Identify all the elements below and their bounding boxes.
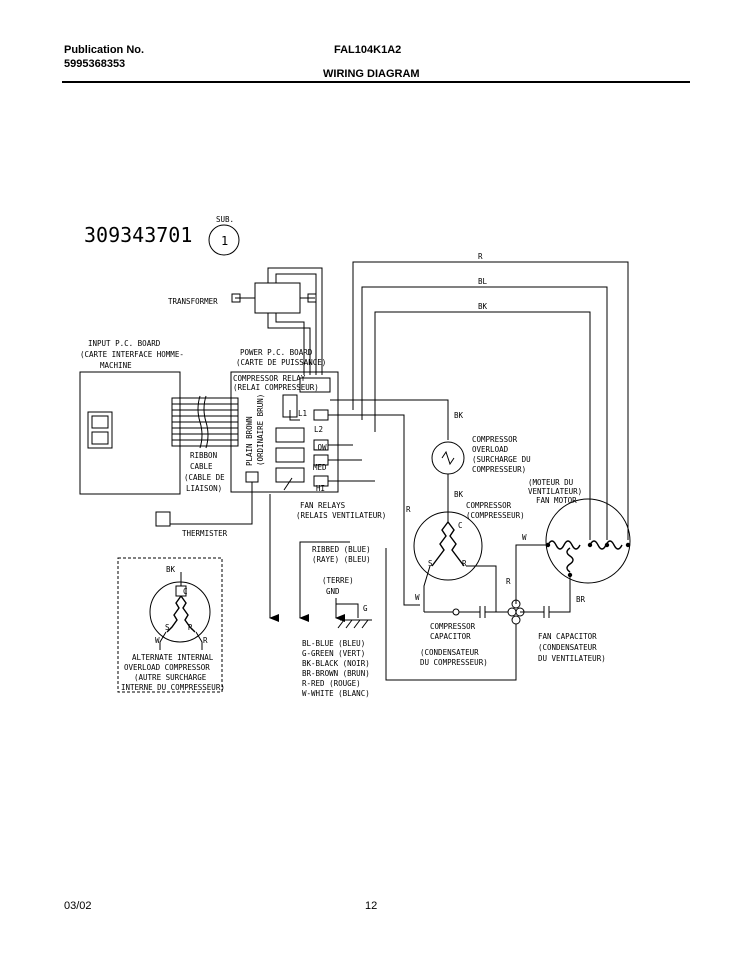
- alt-term-bk: BK: [166, 565, 176, 574]
- compressor-term-s: S: [428, 559, 433, 568]
- wire-bk-compressor: BK: [454, 490, 464, 499]
- relay-terminal-hi: HI: [316, 484, 325, 493]
- ribbon-cable-line3: (CABLE DE: [184, 473, 225, 482]
- ground-symbol: [335, 598, 372, 629]
- condensateur-comp-line1: (CONDENSATEUR: [420, 648, 479, 657]
- ribbed-line1: RIBBED (BLUE): [312, 545, 371, 554]
- wire-w-fan: W: [522, 533, 527, 542]
- overload-line3: (SURCHARGE DU: [472, 455, 531, 464]
- footer-date: 03/02: [64, 900, 92, 912]
- compressor-overload: [431, 441, 465, 512]
- power-board-line2: (CARTE DE PUISSANCE): [236, 358, 326, 367]
- legend-red: R-RED (ROUGE): [302, 679, 361, 688]
- thermister-label: THERMISTER: [182, 529, 228, 538]
- power-board-line1: POWER P.C. BOARD: [240, 348, 313, 357]
- ribbed-line2: (RAYE) (BLEU): [312, 555, 371, 564]
- alt-wire-w: W: [155, 636, 160, 645]
- alt-overload-line3: (AUTRE SURCHARGE: [134, 673, 207, 682]
- relay-terminal-low: LOW: [313, 443, 327, 452]
- compressor-relay-line2: (RELAI COMPRESSEUR): [233, 383, 319, 392]
- legend-blue: BL-BLUE (BLEU): [302, 639, 365, 648]
- alt-overload-box: [117, 557, 223, 693]
- thermister: [155, 482, 253, 527]
- fan-capacitor-line1: FAN CAPACITOR: [538, 632, 597, 641]
- ground-g: G: [363, 604, 368, 613]
- compressor-capacitor: [424, 606, 512, 618]
- fan-capacitor-line3: DU VENTILATEUR): [538, 654, 606, 663]
- compressor-line2: (COMPRESSEUR): [466, 511, 525, 520]
- wire-bl-label: BL: [478, 277, 488, 286]
- fan-motor-line2: VENTILATEUR): [528, 487, 582, 496]
- alt-overload-line4: INTERNE DU COMPRESSEUR): [121, 683, 225, 692]
- capacitor-junction: [385, 544, 571, 681]
- input-board-line2: (CARTE INTERFACE HOMME-: [80, 350, 184, 359]
- publication-number: 5995368353: [64, 58, 126, 70]
- alt-overload-line1: ALTERNATE INTERNAL: [132, 653, 214, 662]
- ground-line2: GND: [326, 587, 340, 596]
- header-rule: [62, 81, 690, 83]
- comp-capacitor-line1: COMPRESSOR: [430, 622, 476, 631]
- comp-capacitor-line2: CAPACITOR: [430, 632, 471, 641]
- wire-r-label: R: [478, 252, 483, 261]
- alt-term-s: S: [165, 623, 170, 632]
- ribbon-cable-line1: RIBBON: [190, 451, 217, 460]
- wire-br-fan: BR: [576, 595, 586, 604]
- legend-green: G-GREEN (VERT): [302, 649, 365, 658]
- wire-w-compressor: W: [415, 593, 420, 602]
- wire-bk-overload: BK: [454, 411, 464, 420]
- legend-black: BK-BLACK (NOIR): [302, 659, 370, 668]
- sub-circle: 1: [208, 224, 240, 256]
- input-board: [79, 371, 181, 495]
- compressor-relay-line1: COMPRESSOR RELAY: [233, 374, 306, 383]
- relay-terminal-med: MED: [313, 463, 327, 472]
- ribbon-cable: [171, 395, 239, 449]
- wire-bk-label: BK: [478, 302, 488, 311]
- footer-page: 12: [365, 900, 378, 912]
- top-wires: [352, 261, 629, 540]
- fan-relays-line1: FAN RELAYS: [300, 501, 346, 510]
- overload-line2: OVERLOAD: [472, 445, 509, 454]
- input-board-line3: MACHINE: [100, 361, 132, 370]
- alt-overload-line2: OVERLOAD COMPRESSOR: [124, 663, 210, 672]
- legend-brown: BR-BROWN (BRUN): [302, 669, 370, 678]
- legend-white: W-WHITE (BLANC): [302, 689, 370, 698]
- relay-wiring: [289, 399, 449, 606]
- transformer-label: TRANSFORMER: [168, 297, 218, 306]
- ground-line1: (TERRE): [322, 576, 354, 585]
- condensateur-comp-line2: DU COMPRESSEUR): [420, 658, 488, 667]
- fan-motor: [545, 498, 631, 584]
- compressor-term-r: R: [462, 559, 467, 568]
- relay-terminal-l1: L1: [298, 409, 307, 418]
- transformer: [231, 267, 323, 375]
- alt-term-c: C: [183, 587, 188, 596]
- fan-relays-leader: [283, 477, 293, 491]
- ribbon-cable-line4: LIAISON): [186, 484, 222, 493]
- model-number: FAL104K1A2: [334, 44, 402, 56]
- fan-capacitor-line2: (CONDENSATEUR: [538, 643, 597, 652]
- svg-text:1: 1: [221, 234, 228, 248]
- plain-brown-line2: (ORDINAIRE BRUN): [256, 394, 265, 466]
- fan-relays-line2: (RELAIS VENTILATEUR): [296, 511, 386, 520]
- publication-label: Publication No.: [64, 44, 145, 56]
- page-title: WIRING DIAGRAM: [323, 68, 420, 80]
- compressor-term-c: C: [458, 521, 463, 530]
- sub-label: SUB.: [216, 215, 234, 224]
- plain-brown-line1: PLAIN BROWN: [245, 416, 254, 466]
- wire-r-left: R: [406, 505, 411, 514]
- wire-r-compressor: R: [506, 577, 511, 586]
- input-board-line1: INPUT P.C. BOARD: [88, 339, 161, 348]
- part-number: 309343701: [84, 223, 192, 247]
- relay-terminal-l2: L2: [314, 425, 323, 434]
- compressor: [413, 511, 497, 612]
- fan-motor-line3: FAN MOTOR: [536, 496, 577, 505]
- overload-line1: COMPRESSOR: [472, 435, 518, 444]
- ribbon-cable-line2: CABLE: [190, 462, 213, 471]
- compressor-line1: COMPRESSOR: [466, 501, 512, 510]
- alt-term-r: R: [188, 623, 193, 632]
- overload-line4: COMPRESSEUR): [472, 465, 526, 474]
- ribbed-wire: [299, 541, 350, 548]
- alt-wire-r: R: [203, 636, 208, 645]
- fan-motor-line1: (MOTEUR DU: [528, 478, 573, 487]
